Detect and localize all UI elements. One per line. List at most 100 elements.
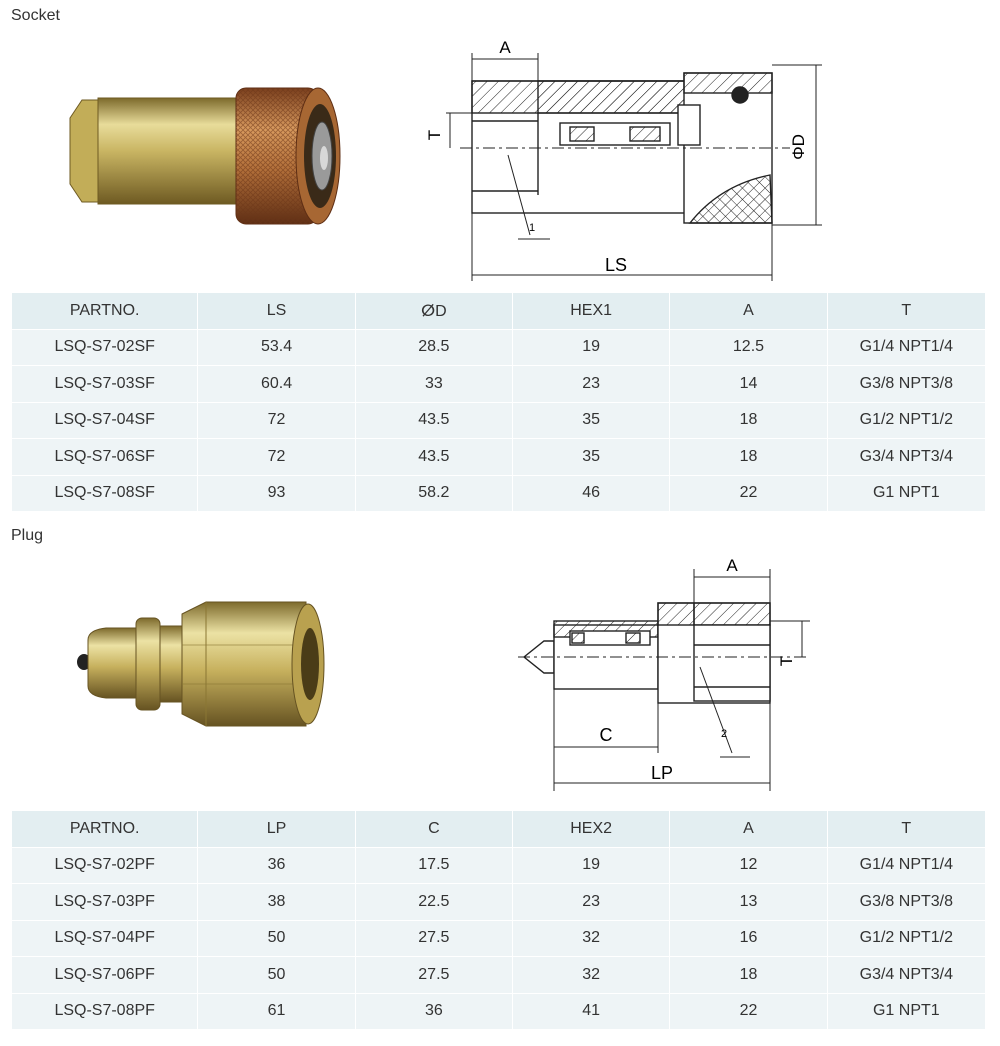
table-cell: G1/2 NPT1/2 bbox=[827, 920, 985, 956]
table-cell: 28.5 bbox=[355, 329, 512, 365]
table-cell: G3/4 NPT3/4 bbox=[827, 439, 985, 475]
table-cell: 14 bbox=[670, 366, 827, 402]
table-cell: 61 bbox=[198, 993, 355, 1029]
column-header: HEX1 bbox=[513, 293, 670, 329]
table-cell: 72 bbox=[198, 402, 355, 438]
table-row: LSQ-S7-04SF 72 43.5 35 18 G1/2 NPT1/2 bbox=[12, 402, 985, 438]
table-cell: LSQ-S7-02SF bbox=[12, 329, 198, 365]
plug-spec-table: PARTNO. LP C HEX2 A T LSQ-S7-02PF 36 17.… bbox=[11, 810, 986, 1030]
table-cell: LSQ-S7-04SF bbox=[12, 402, 198, 438]
table-cell: 46 bbox=[513, 475, 670, 511]
socket-dim-a: A bbox=[499, 38, 511, 57]
table-row: LSQ-S7-04PF 50 27.5 32 16 G1/2 NPT1/2 bbox=[12, 920, 985, 956]
table-cell: 36 bbox=[198, 847, 355, 883]
socket-spec-table: PARTNO. LS ⵁD HEX1 A T LSQ-S7-02SF 53.4 … bbox=[11, 292, 986, 512]
table-cell: G1/4 NPT1/4 bbox=[827, 847, 985, 883]
table-cell: LSQ-S7-03PF bbox=[12, 884, 198, 920]
table-cell: 41 bbox=[513, 993, 670, 1029]
plug-dim-c: C bbox=[600, 725, 613, 745]
plug-note-number: 2 bbox=[721, 728, 727, 740]
table-cell: 60.4 bbox=[198, 366, 355, 402]
table-header-row: PARTNO. LP C HEX2 A T bbox=[12, 811, 985, 847]
table-cell: 72 bbox=[198, 439, 355, 475]
table-cell: 13 bbox=[670, 884, 827, 920]
table-cell: 27.5 bbox=[355, 920, 512, 956]
table-cell: G1 NPT1 bbox=[827, 993, 985, 1029]
table-cell: 53.4 bbox=[198, 329, 355, 365]
table-cell: 43.5 bbox=[355, 402, 512, 438]
table-cell: 35 bbox=[513, 402, 670, 438]
table-row: LSQ-S7-03SF 60.4 33 23 14 G3/8 NPT3/8 bbox=[12, 366, 985, 402]
table-cell: 18 bbox=[670, 957, 827, 993]
table-cell: 50 bbox=[198, 957, 355, 993]
table-cell: 12.5 bbox=[670, 329, 827, 365]
table-row: LSQ-S7-08PF 61 36 41 22 G1 NPT1 bbox=[12, 993, 985, 1029]
column-header: T bbox=[827, 293, 985, 329]
plug-drawing: A T C LP 2 bbox=[518, 556, 810, 791]
table-cell: 32 bbox=[513, 957, 670, 993]
column-header: T bbox=[827, 811, 985, 847]
column-header: ⵁD bbox=[355, 293, 512, 329]
socket-note-number: 1 bbox=[529, 222, 535, 234]
table-cell: 19 bbox=[513, 847, 670, 883]
table-row: LSQ-S7-02SF 53.4 28.5 19 12.5 G1/4 NPT1/… bbox=[12, 329, 985, 365]
table-cell: 50 bbox=[198, 920, 355, 956]
table-cell: 35 bbox=[513, 439, 670, 475]
table-row: LSQ-S7-02PF 36 17.5 19 12 G1/4 NPT1/4 bbox=[12, 847, 985, 883]
socket-photo bbox=[69, 87, 341, 225]
column-header: A bbox=[670, 811, 827, 847]
table-cell: G3/8 NPT3/8 bbox=[827, 884, 985, 920]
plug-dim-lp: LP bbox=[651, 763, 673, 783]
table-cell: 18 bbox=[670, 402, 827, 438]
table-cell: 27.5 bbox=[355, 957, 512, 993]
column-header: LS bbox=[198, 293, 355, 329]
plug-photo bbox=[77, 601, 325, 727]
table-cell: 36 bbox=[355, 993, 512, 1029]
table-cell: 22 bbox=[670, 993, 827, 1029]
table-row: LSQ-S7-08SF 93 58.2 46 22 G1 NPT1 bbox=[12, 475, 985, 511]
table-cell: G1/4 NPT1/4 bbox=[827, 329, 985, 365]
table-row: LSQ-S7-03PF 38 22.5 23 13 G3/8 NPT3/8 bbox=[12, 884, 985, 920]
table-cell: 19 bbox=[513, 329, 670, 365]
table-cell: LSQ-S7-03SF bbox=[12, 366, 198, 402]
table-row: LSQ-S7-06SF 72 43.5 35 18 G3/4 NPT3/4 bbox=[12, 439, 985, 475]
table-row: LSQ-S7-06PF 50 27.5 32 18 G3/4 NPT3/4 bbox=[12, 957, 985, 993]
socket-drawing: A T ΦD LS 1 bbox=[425, 38, 822, 281]
plug-dim-a: A bbox=[726, 556, 738, 575]
table-cell: 23 bbox=[513, 366, 670, 402]
table-cell: 17.5 bbox=[355, 847, 512, 883]
table-cell: 16 bbox=[670, 920, 827, 956]
socket-dim-ls: LS bbox=[605, 255, 627, 275]
table-cell: G3/8 NPT3/8 bbox=[827, 366, 985, 402]
plug-section-title: Plug bbox=[11, 527, 44, 544]
column-header: HEX2 bbox=[513, 811, 670, 847]
socket-dim-d: ΦD bbox=[789, 134, 808, 160]
table-header-row: PARTNO. LS ⵁD HEX1 A T bbox=[12, 293, 985, 329]
column-header: PARTNO. bbox=[12, 811, 198, 847]
column-header: C bbox=[355, 811, 512, 847]
column-header: PARTNO. bbox=[12, 293, 198, 329]
table-cell: G3/4 NPT3/4 bbox=[827, 957, 985, 993]
table-cell: LSQ-S7-08PF bbox=[12, 993, 198, 1029]
table-cell: 33 bbox=[355, 366, 512, 402]
table-cell: LSQ-S7-08SF bbox=[12, 475, 198, 511]
table-cell: 22.5 bbox=[355, 884, 512, 920]
table-cell: LSQ-S7-02PF bbox=[12, 847, 198, 883]
table-cell: 12 bbox=[670, 847, 827, 883]
table-cell: 58.2 bbox=[355, 475, 512, 511]
table-cell: 38 bbox=[198, 884, 355, 920]
table-cell: G1 NPT1 bbox=[827, 475, 985, 511]
table-cell: 93 bbox=[198, 475, 355, 511]
socket-section-title: Socket bbox=[11, 7, 60, 24]
column-header: LP bbox=[198, 811, 355, 847]
table-cell: 32 bbox=[513, 920, 670, 956]
table-cell: LSQ-S7-06SF bbox=[12, 439, 198, 475]
column-header: A bbox=[670, 293, 827, 329]
table-cell: LSQ-S7-06PF bbox=[12, 957, 198, 993]
table-cell: G1/2 NPT1/2 bbox=[827, 402, 985, 438]
table-cell: 18 bbox=[670, 439, 827, 475]
table-cell: LSQ-S7-04PF bbox=[12, 920, 198, 956]
table-cell: 23 bbox=[513, 884, 670, 920]
socket-dim-t: T bbox=[425, 130, 444, 140]
plug-dim-t: T bbox=[777, 656, 796, 666]
